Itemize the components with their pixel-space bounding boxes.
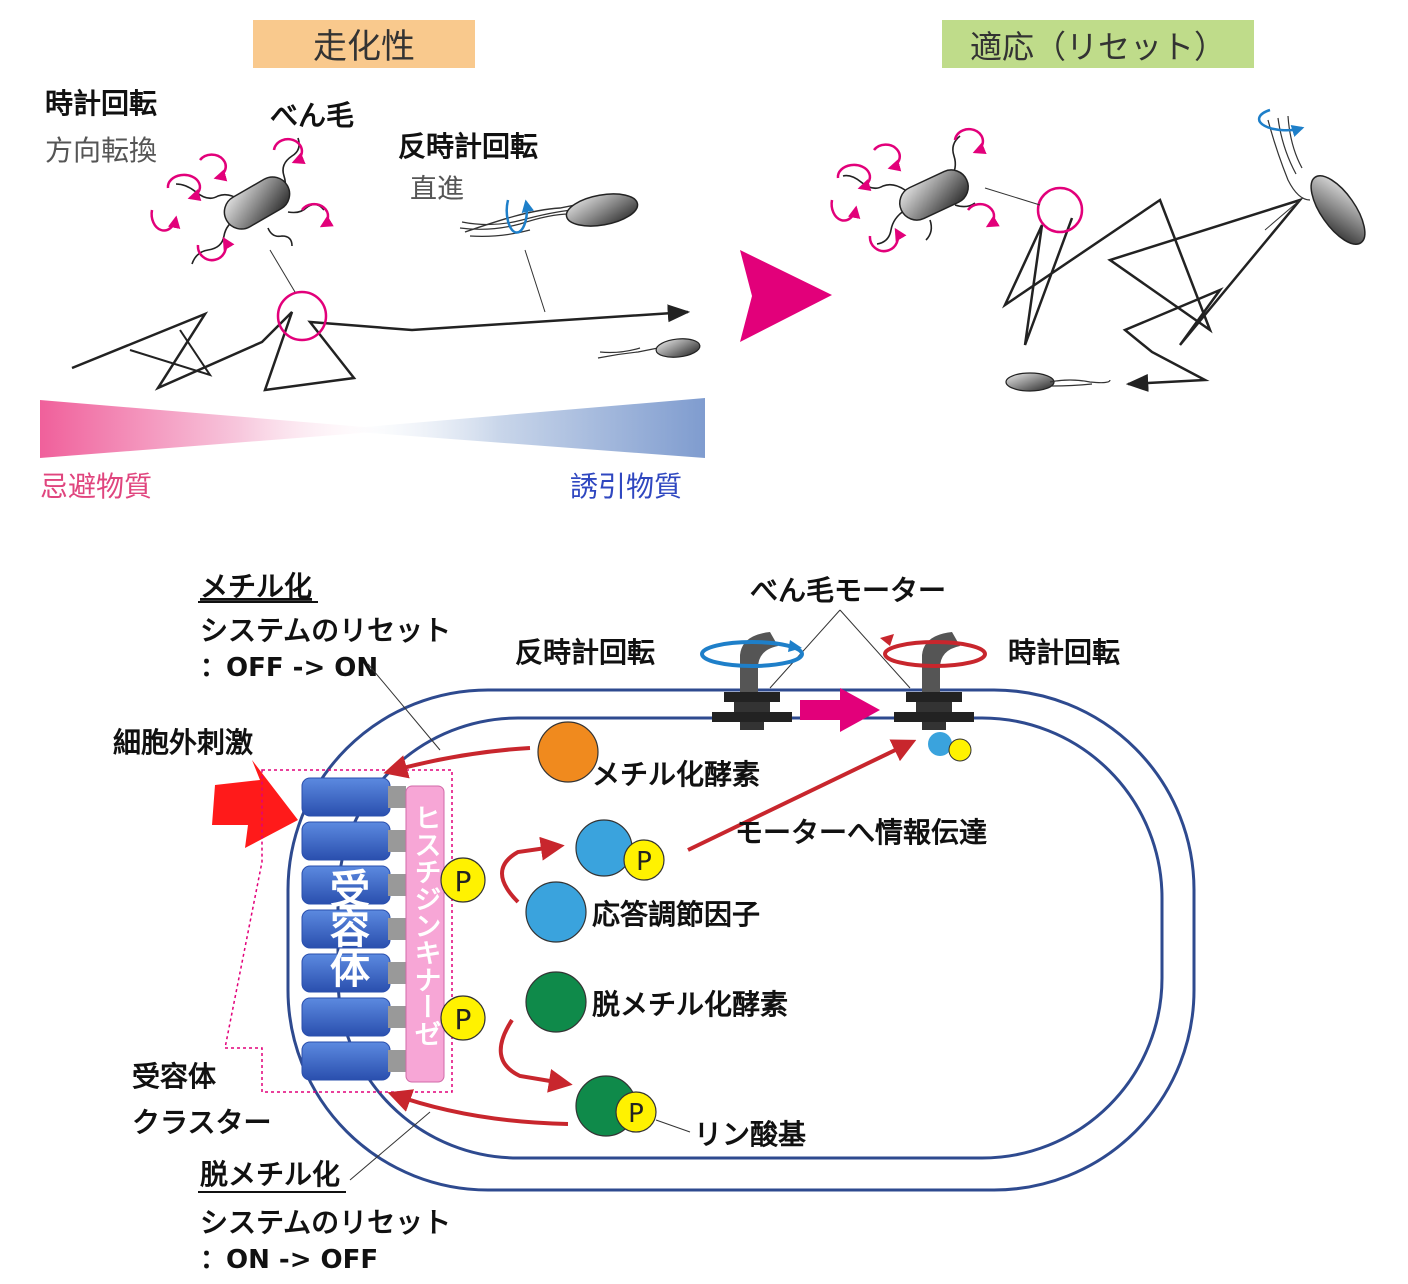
external-stimulus-label: 細胞外刺激 [113,726,253,759]
adaptation-title: 適応（リセット） [970,28,1226,66]
methyltransferase-label: メチル化酵素 [592,758,760,791]
flagellar-motor-ccw [700,632,804,730]
histidine-kinase [405,785,445,1083]
histidine-kinase-label: ヒスチジンキナーゼ [410,804,441,1047]
swimming-bacterium-right [1257,108,1366,245]
response-regulator-protein [525,881,587,943]
system-reset-label-1: システムのリセット [200,614,451,647]
flagellar-motor-cw [880,632,987,762]
flagellum-label: べん毛 [270,99,354,132]
adaptation-title-box [942,20,1254,68]
svg-text:P: P [628,1099,644,1129]
off-to-on-label: ：OFF -> ON [200,653,378,683]
repellent-label: 忌避物質 [40,470,152,503]
small-bacterium-right [1005,372,1111,392]
attractant-label: 誘引物質 [570,470,682,503]
tumbling-bacterium-left [150,137,334,265]
concentration-gradient [40,398,705,458]
system-reset-label-2: システムのリセット [200,1206,451,1239]
transition-arrow [740,250,832,342]
direction-change-label: 方向転換 [45,134,157,167]
straight-label: 直進 [410,174,464,205]
phospho-kinase-bottom: P [440,995,486,1041]
phospho-kinase-top: P [440,857,486,903]
clockwise-label-bottom: 時計回転 [1008,636,1120,669]
phospho-demethylase: P [615,1091,657,1133]
external-stimulus-arrow [212,760,298,848]
demethylation-label: 脱メチル化 [200,1158,340,1191]
tumble-circle-right [1036,186,1084,234]
info-transfer-label: モーターへ情報伝達 [735,816,987,849]
counterclockwise-label-top: 反時計回転 [398,130,538,163]
methylation-label: メチル化 [200,570,312,603]
swimming-bacterium-left [459,193,639,237]
on-to-off-label: ：ON -> OFF [200,1245,378,1275]
trajectory-right [1001,197,1304,392]
tumbling-bacterium-right [830,127,1000,253]
flagellar-motor-label: べん毛モーター [750,574,946,607]
counterclockwise-label-bottom: 反時計回転 [515,636,655,669]
response-regulator-phosphorylated [575,819,633,877]
clockwise-label-top: 時計回転 [45,87,157,120]
chemotaxis-title-box [253,20,475,68]
methyltransferase-protein [537,721,599,783]
receptor-cluster-label-1: 受容体 [132,1060,217,1093]
svg-text:P: P [455,1003,472,1036]
demethylase-protein [525,971,587,1033]
svg-text:P: P [636,847,652,877]
trajectory-left [71,304,691,392]
small-bacterium-left [597,338,701,359]
receptor-stack [301,777,406,1081]
phosphate-group-label: リン酸基 [694,1118,806,1151]
motor-switch-arrow [800,688,880,732]
response-regulator-label: 応答調節因子 [592,898,760,931]
tumble-circle-left [276,290,328,342]
chemotaxis-title: 走化性 [313,27,415,67]
demethylase-label: 脱メチル化酵素 [592,988,788,1021]
svg-text:P: P [455,865,472,898]
receptor-cluster-label-2: クラスター [132,1106,271,1139]
receptor-vertical-label: 受容体 [323,868,370,988]
phospho-regulator: P [623,839,665,881]
